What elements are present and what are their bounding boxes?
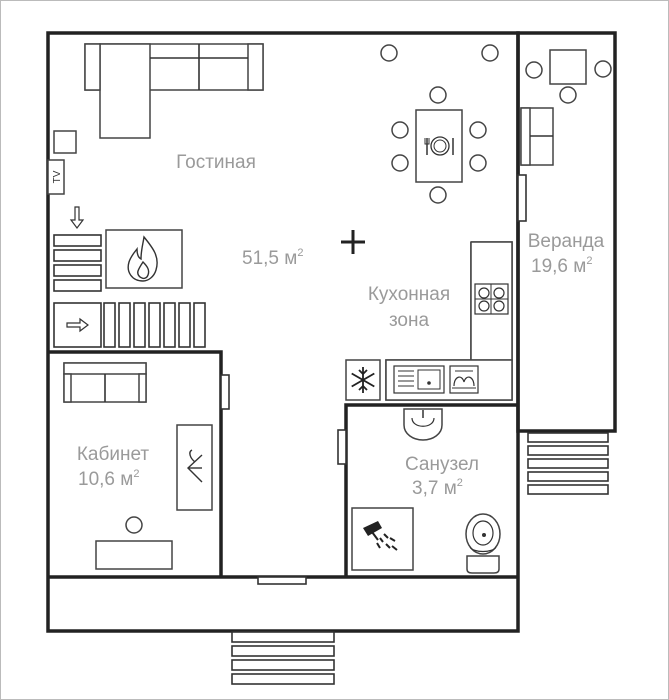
fire-icon — [127, 235, 158, 282]
veranda-furniture — [520, 49, 612, 166]
step — [527, 432, 609, 443]
bathroom-name: Санузел — [405, 454, 479, 475]
veranda-table — [549, 49, 587, 85]
chair — [429, 186, 447, 204]
corner-sofa — [84, 43, 264, 139]
kitchen-sink-icon — [393, 365, 445, 394]
veranda-wall — [516, 31, 617, 433]
office-name: Кабинет — [77, 444, 150, 465]
dishwasher-icon — [449, 365, 479, 394]
plus-marker-icon — [341, 230, 365, 254]
arrow-down-icon — [69, 206, 85, 229]
office-sofa — [63, 362, 147, 403]
office-wall — [48, 350, 223, 577]
bathroom-door[interactable] — [337, 429, 347, 465]
dining-area — [380, 44, 499, 204]
kitchen-name-line1: Кухонная — [368, 284, 450, 305]
bathroom-wall — [344, 403, 518, 577]
chair — [391, 154, 409, 172]
fridge — [345, 359, 381, 401]
doors — [220, 174, 527, 585]
office-chair — [125, 516, 143, 534]
step — [527, 484, 609, 495]
office-door[interactable] — [220, 374, 230, 410]
washbasin — [403, 408, 443, 441]
veranda-steps — [527, 432, 609, 495]
side-table — [53, 130, 77, 154]
chair — [525, 61, 543, 79]
living-room-area: 51,5 м2 — [242, 247, 303, 269]
chair — [391, 121, 409, 139]
arrow-right-icon — [66, 317, 89, 333]
shower-icon — [363, 521, 398, 551]
chair — [469, 154, 487, 172]
stove-icon — [474, 283, 509, 315]
step — [527, 445, 609, 456]
step — [231, 645, 335, 657]
tv-stand: TV — [47, 159, 65, 195]
plant-pot — [481, 44, 499, 62]
kitchen-name-line2: зона — [389, 310, 430, 331]
kitchen-counter — [385, 241, 513, 401]
chair — [429, 86, 447, 104]
chair — [559, 86, 577, 104]
step — [231, 673, 335, 685]
living-room-name: Гостиная — [176, 152, 256, 173]
staircase — [53, 234, 206, 348]
wardrobe — [176, 424, 213, 511]
desk — [95, 540, 173, 570]
veranda-area: 19,6 м2 — [531, 255, 592, 277]
entrance-steps — [231, 631, 335, 685]
step — [527, 471, 609, 482]
entrance-door[interactable] — [257, 576, 307, 585]
hanger-icon — [186, 449, 203, 483]
step — [527, 458, 609, 469]
step — [231, 659, 335, 671]
snowflake-icon — [351, 367, 375, 393]
chair — [594, 60, 612, 78]
plate-cutlery-icon — [424, 136, 454, 156]
plant-pot — [380, 44, 398, 62]
veranda-name: Веранда — [528, 231, 605, 252]
step — [231, 631, 335, 643]
fireplace — [105, 229, 183, 289]
tv-label: TV — [52, 170, 63, 183]
toilet-icon — [465, 513, 501, 574]
office-area: 10,6 м2 — [78, 468, 139, 490]
bathroom-area: 3,7 м2 — [412, 477, 463, 499]
chair — [469, 121, 487, 139]
shower — [351, 507, 414, 571]
veranda-door[interactable] — [517, 174, 527, 222]
